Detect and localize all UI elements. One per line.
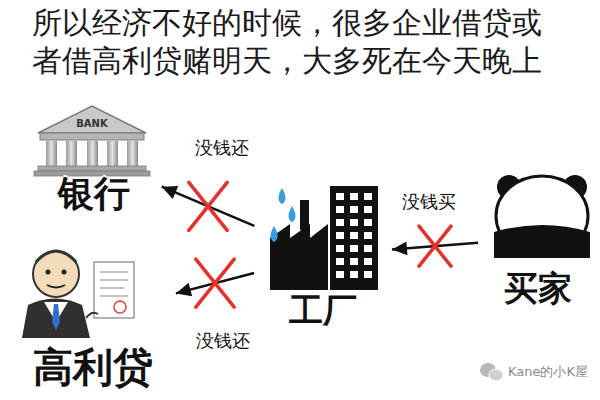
loan-shark-icon <box>22 251 134 338</box>
factory-icon <box>270 186 378 290</box>
wechat-icon <box>480 363 503 381</box>
node-label: 买家 <box>504 269 572 308</box>
red-cross <box>196 259 234 307</box>
loan-shark-node: 高利贷 <box>14 240 172 390</box>
connector <box>162 182 255 230</box>
connector <box>392 226 478 266</box>
title-text: 所以经济不好的时候，很多企业借贷或 者借高利贷赌明天，大多死在今天晚上 <box>32 4 562 80</box>
red-cross <box>196 259 234 307</box>
arrow-head <box>392 241 408 255</box>
red-cross <box>419 226 451 266</box>
bank-icon <box>34 106 150 176</box>
connector <box>176 259 254 307</box>
node-label: 高利贷 <box>33 344 153 390</box>
node-label: 工厂 <box>289 291 357 330</box>
red-cross <box>189 182 227 230</box>
bank-sign-text: BANK <box>76 118 107 130</box>
arrow-head <box>176 283 192 297</box>
edge-label: 没钱还 <box>194 330 252 352</box>
edge-label: 没钱买 <box>400 191 458 213</box>
red-cross <box>419 226 451 266</box>
factory-node: 工厂 <box>258 180 388 330</box>
arrow-head <box>162 186 179 199</box>
red-cross <box>189 182 227 230</box>
panda-icon <box>494 175 590 258</box>
node-label: 银行 <box>58 173 130 214</box>
edge-label: 没钱还 <box>193 137 251 159</box>
buyer-node: 买家 <box>482 168 594 308</box>
watermark: Kane的小K屋 <box>508 364 588 380</box>
